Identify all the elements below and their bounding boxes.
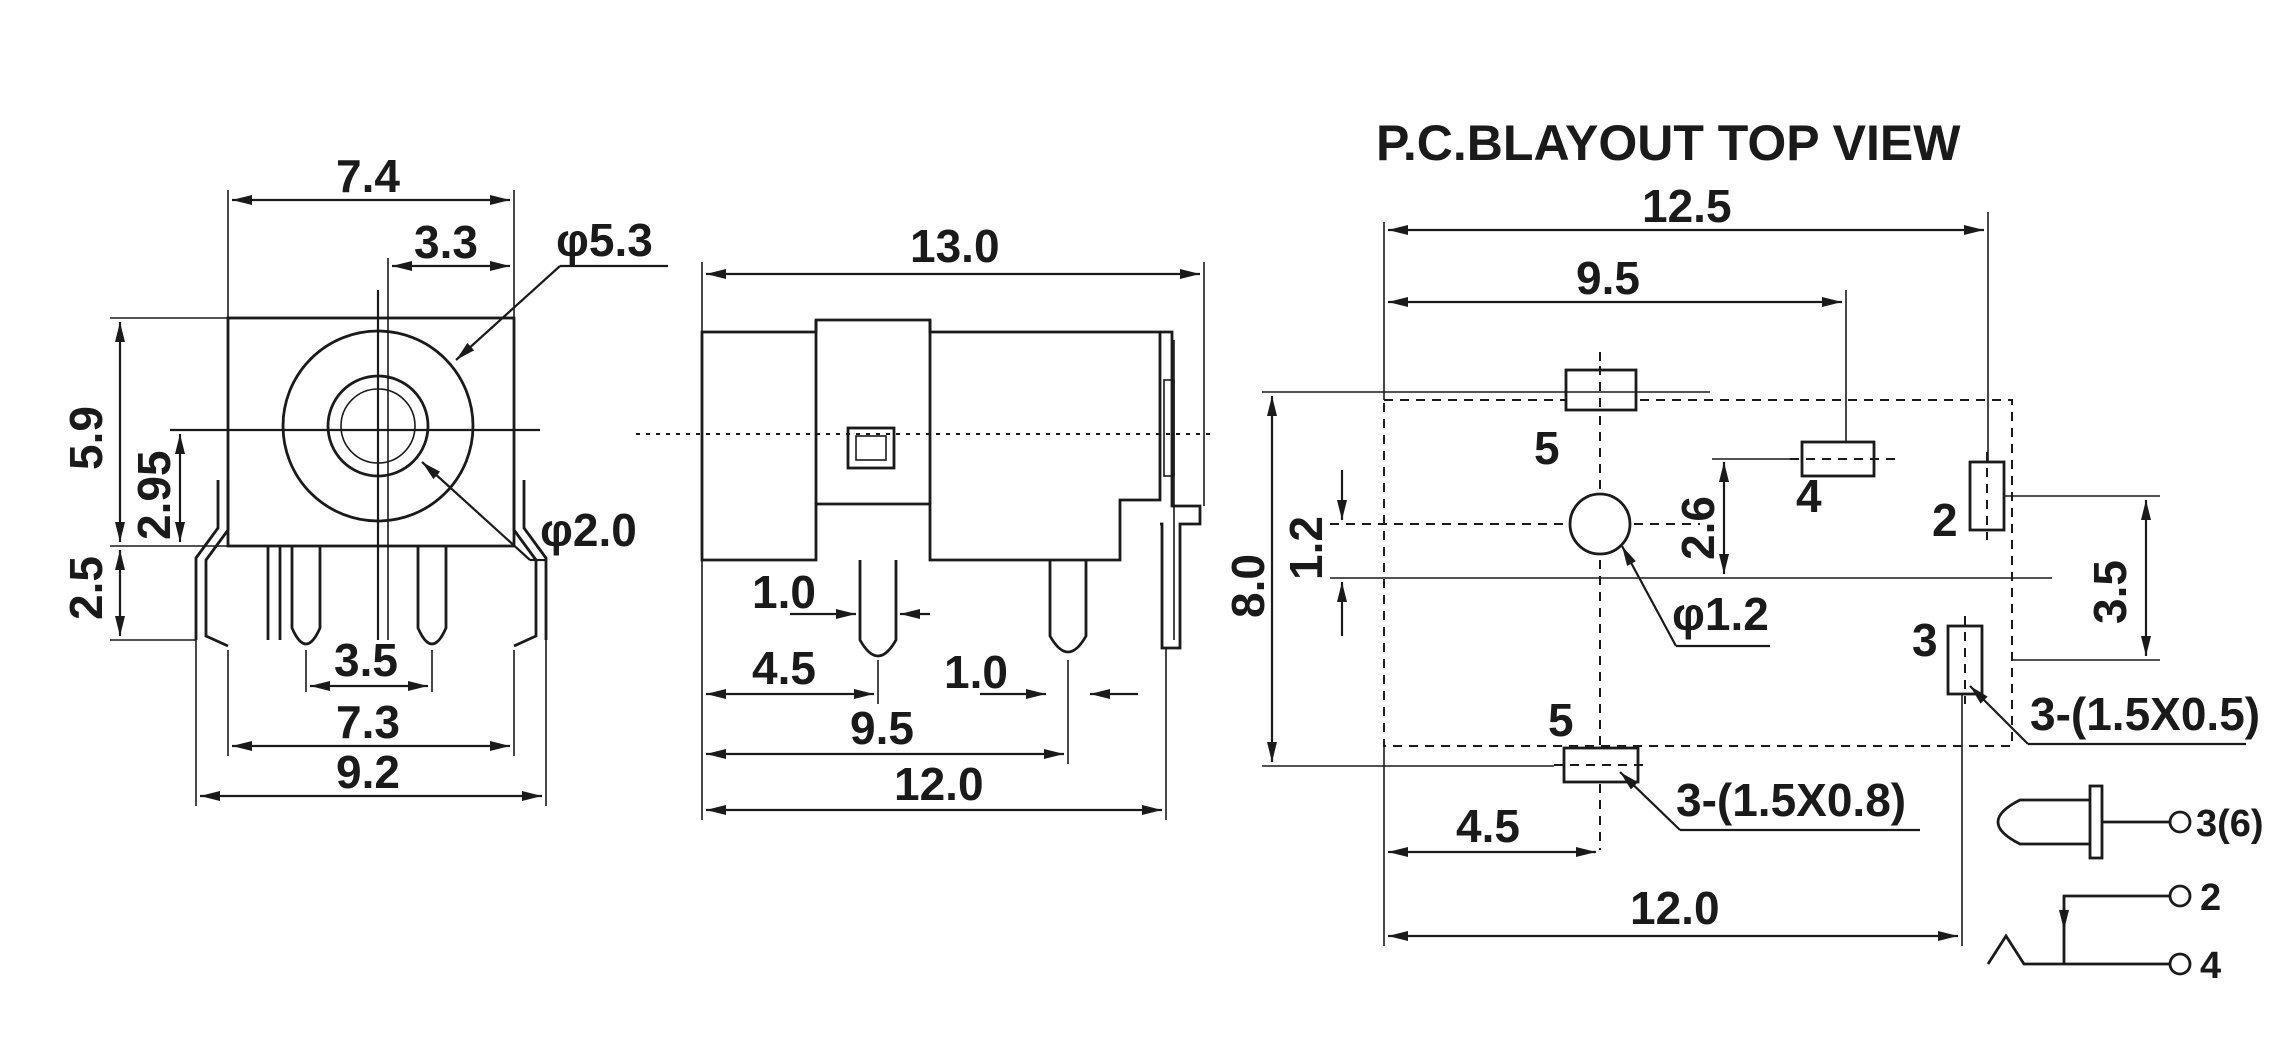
dim-pcb-bottom-width: 12.0: [1630, 882, 1720, 934]
dim-pin-length: 2.5: [60, 556, 112, 620]
terminal-label-4: 4: [2200, 945, 2221, 987]
dim-side-body-length: 12.0: [894, 758, 984, 810]
side-pin-1: [858, 560, 898, 658]
side-contact-plate: [1160, 330, 1202, 650]
front-view: 7.4 3.3 φ5.3 5.9 2.95 2.5 φ2.0 3.5 7.3: [60, 150, 668, 806]
pad-label-4: 4: [1796, 470, 1822, 522]
side-window: [846, 426, 896, 470]
dim-pcb-pin4-offset: 9.5: [1576, 252, 1640, 304]
dim-inner-dia: φ2.0: [540, 504, 637, 556]
pad-label-5-bottom: 5: [1548, 694, 1574, 746]
dim-pin-thickness-1: 1.0: [752, 566, 816, 618]
dim-width-top: 7.4: [336, 150, 400, 202]
dim-pcb-pin-pitch: 3.5: [2084, 560, 2136, 624]
side-body-outline: [700, 318, 1162, 562]
note-slot-large: 3-(1.5X0.8): [1676, 774, 1906, 826]
dim-pcb-bottom-offset: 4.5: [1456, 800, 1520, 852]
front-body-outline: [226, 316, 516, 548]
pcb-layout: P.C.BLAYOUT TOP VIEW 5 4 2 3 5 12.5 9.5: [1222, 115, 2260, 946]
pad-label-5-top: 5: [1534, 422, 1560, 474]
dim-offset: 3.3: [414, 216, 478, 268]
dim-pin-thickness-2: 1.0: [944, 646, 1008, 698]
dim-side-length: 13.0: [910, 220, 1000, 272]
dim-overall-width: 9.2: [336, 746, 400, 798]
dim-center-height: 2.95: [128, 450, 180, 540]
dim-outer-dia: φ5.3: [556, 214, 653, 266]
left-bent-pin: [204, 480, 230, 648]
front-pin-3: [416, 546, 448, 646]
note-slot-small: 3-(1.5X0.5): [2030, 688, 2260, 740]
terminal-4: [2168, 952, 2192, 976]
jack-schematic: 3(6) 2 4: [1986, 784, 2264, 987]
side-view: 13.0 1.0 4.5 1.0 9.5 12.0: [636, 220, 1212, 820]
terminal-label-3-6: 3(6): [2196, 803, 2264, 845]
dim-pcb-overall-width: 12.5: [1642, 180, 1732, 232]
dim-pcb-hole-offset: 1.2: [1280, 516, 1332, 580]
pcb-center-hole: [1568, 492, 1632, 556]
pad-label-3: 3: [1912, 614, 1938, 666]
terminal-2: [2168, 884, 2192, 908]
dim-pcb-hole-dia: φ1.2: [1672, 588, 1769, 640]
plug-body: [1996, 798, 2090, 846]
dim-pcb-pin4-height: 2.6: [1672, 496, 1724, 560]
side-pin-2: [1048, 560, 1088, 654]
pcb-footprint-outline: [1383, 399, 2013, 747]
dim-pin-pos-1: 4.5: [752, 642, 816, 694]
plug-collar: [2088, 784, 2104, 860]
terminal-3-6: [2168, 810, 2192, 834]
pcb-title: P.C.BLAYOUT TOP VIEW: [1376, 115, 1961, 171]
dim-pin-pos-2: 9.5: [850, 702, 914, 754]
dim-height: 5.9: [60, 406, 112, 470]
dim-pcb-height: 8.0: [1222, 554, 1274, 618]
front-pin-2: [290, 546, 322, 646]
dim-pin-outer: 7.3: [336, 696, 400, 748]
terminal-label-2: 2: [2200, 877, 2221, 919]
pad-label-2: 2: [1932, 494, 1958, 546]
dim-pin-spacing: 3.5: [334, 634, 398, 686]
